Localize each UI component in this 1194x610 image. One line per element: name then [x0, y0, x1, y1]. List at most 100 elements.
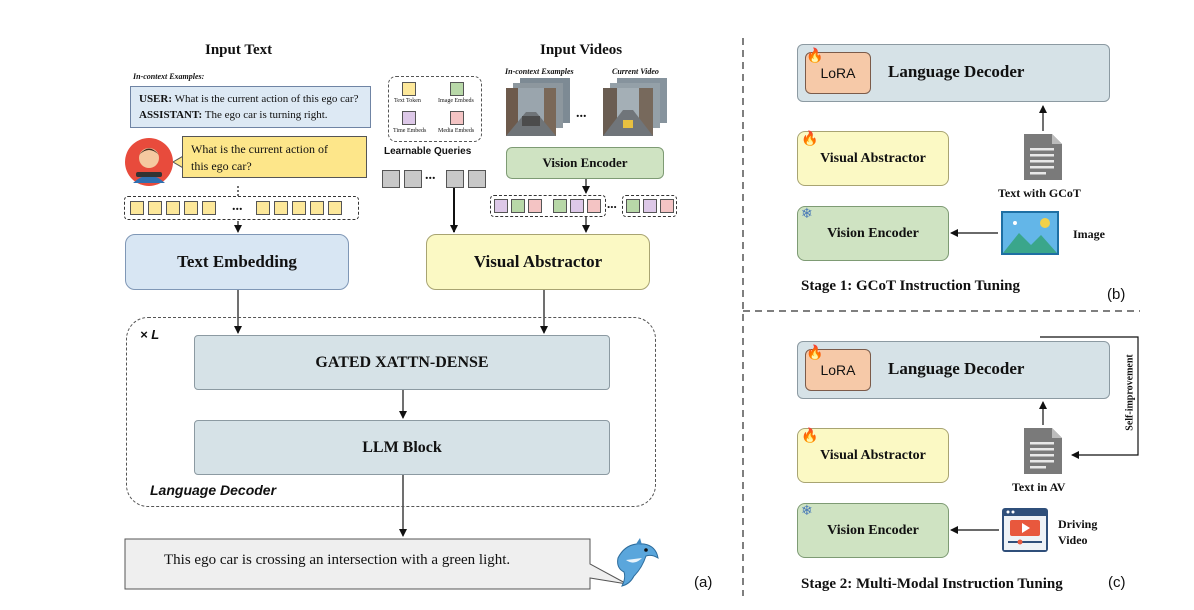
stage2-language-decoder: LoRA Language Decoder	[797, 341, 1110, 399]
stage1-frozen-snowflake-icon: ❄	[801, 207, 813, 222]
media-embed-token	[587, 199, 601, 213]
visual-token-ellipsis: ...	[607, 196, 617, 211]
self-improvement-label: Self-improvement	[1124, 354, 1136, 431]
legend-image-embeds-swatch	[450, 82, 464, 96]
time-embed-token	[494, 199, 508, 213]
panel-c-label: (c)	[1108, 574, 1126, 591]
dolphin-icon	[617, 538, 659, 587]
video-current-label: Current Video	[612, 67, 659, 76]
stage1-title: Stage 1: GCoT Instruction Tuning	[801, 278, 1020, 294]
image-embed-token	[626, 199, 640, 213]
legend-text-token-swatch	[402, 82, 416, 96]
input-videos-title: Input Videos	[540, 42, 623, 58]
legend-media-embeds-label: Media Embeds	[438, 128, 475, 134]
media-embed-token	[528, 199, 542, 213]
stage2-language-decoder-label: Language Decoder	[888, 359, 1025, 378]
language-decoder-container	[126, 317, 656, 507]
stage1-lora-flame-icon: 🔥	[806, 49, 824, 64]
stage1-vision-encoder: Vision Encoder	[797, 206, 949, 261]
learnable-query-token	[382, 170, 400, 188]
text-token	[310, 201, 324, 215]
stage1-image-icon	[1001, 211, 1059, 255]
text-embedding-label: Text Embedding	[177, 252, 297, 271]
stage2-visual-abstractor-label: Visual Abstractor	[820, 447, 926, 463]
query-ellipsis: ...	[425, 168, 436, 183]
stage2-lora-box: LoRA	[805, 349, 871, 391]
stage1-lora-box: LoRA	[805, 52, 871, 94]
stage1-vision-encoder-label: Vision Encoder	[827, 225, 919, 241]
stage2-lora-flame-icon: 🔥	[806, 346, 824, 361]
times-l-label: × L	[140, 327, 160, 342]
text-token	[202, 201, 216, 215]
legend-media-embeds-swatch	[450, 111, 464, 125]
image-embed-token	[511, 199, 525, 213]
learnable-queries-label: Learnable Queries	[384, 146, 472, 157]
driving-video-line-2: Video	[1058, 533, 1088, 547]
stage1-language-decoder: LoRA Language Decoder	[797, 44, 1110, 102]
legend-time-embeds-swatch	[402, 111, 416, 125]
driving-video-line-1: Driving	[1058, 517, 1098, 531]
in-context-example-box: USER: What is the current action of this…	[130, 86, 371, 128]
stage1-text-with-gcot-label: Text with GCoT	[998, 186, 1081, 200]
stage1-language-decoder-label: Language Decoder	[888, 62, 1025, 81]
text-token	[328, 201, 342, 215]
legend-text-token-label: Text Token	[394, 98, 421, 104]
gated-xattn-label: GATED XATTN-DENSE	[315, 353, 489, 371]
question-bubble: What is the current action of this ego c…	[182, 136, 367, 178]
media-embed-token	[660, 199, 674, 213]
assistant-text: The ego car is turning right.	[204, 109, 328, 121]
vision-encoder-left-label: Vision Encoder	[542, 155, 628, 170]
question-line-1: What is the current action of	[191, 142, 328, 156]
assistant-label: ASSISTANT:	[139, 109, 203, 121]
token-legend	[388, 76, 482, 142]
stage1-visual-abstractor: Visual Abstractor	[797, 131, 949, 186]
stage2-vision-encoder-label: Vision Encoder	[827, 522, 919, 538]
learnable-query-token	[404, 170, 422, 188]
stage2-abstractor-flame-icon: 🔥	[801, 429, 819, 444]
stage2-title: Stage 2: Multi-Modal Instruction Tuning	[801, 576, 1063, 592]
stage2-text-in-av-label: Text in AV	[1012, 480, 1066, 494]
llm-block-label: LLM Block	[362, 438, 442, 456]
llm-block: LLM Block	[194, 420, 610, 475]
stage2-vision-encoder: Vision Encoder	[797, 503, 949, 558]
stage2-frozen-snowflake-icon: ❄	[801, 504, 813, 519]
text-token	[130, 201, 144, 215]
user-text: What is the current action of this ego c…	[174, 93, 359, 105]
panel-a-label: (a)	[694, 574, 713, 591]
output-bubble	[124, 538, 628, 590]
video-in-context-label: In-context Examples	[505, 67, 574, 76]
in-context-video-frames	[506, 78, 570, 136]
text-token	[274, 201, 288, 215]
stage2-document-icon	[1024, 428, 1062, 474]
question-line-2: this ego car?	[191, 159, 252, 173]
user-label: USER:	[139, 93, 173, 105]
legend-image-embeds-label: Image Embeds	[438, 98, 474, 104]
input-text-title: Input Text	[205, 42, 273, 58]
visual-token-row-b	[622, 195, 677, 217]
driver-avatar-icon	[125, 138, 173, 186]
visual-abstractor-block: Visual Abstractor	[426, 234, 650, 290]
text-token	[166, 201, 180, 215]
gated-xattn-block: GATED XATTN-DENSE	[194, 335, 610, 390]
current-video-frames	[603, 78, 667, 136]
learnable-query-token	[446, 170, 464, 188]
stage1-abstractor-flame-icon: 🔥	[801, 132, 819, 147]
in-context-label: In-context Examples:	[133, 72, 205, 81]
stage2-visual-abstractor: Visual Abstractor	[797, 428, 949, 483]
learnable-query-token	[468, 170, 486, 188]
text-token-row	[124, 196, 359, 220]
driving-video-label: Driving Video	[1058, 516, 1097, 548]
text-embedding-block: Text Embedding	[125, 234, 349, 290]
image-embed-token	[553, 199, 567, 213]
stage1-document-icon	[1024, 134, 1062, 180]
token-ellipsis: ...	[232, 199, 243, 214]
stage1-lora-label: LoRA	[820, 65, 856, 81]
time-embed-token	[570, 199, 584, 213]
text-token	[184, 201, 198, 215]
text-token	[148, 201, 162, 215]
text-token	[292, 201, 306, 215]
driving-video-icon	[1002, 508, 1048, 552]
stage2-lora-label: LoRA	[820, 362, 856, 378]
visual-abstractor-label: Visual Abstractor	[473, 252, 603, 271]
